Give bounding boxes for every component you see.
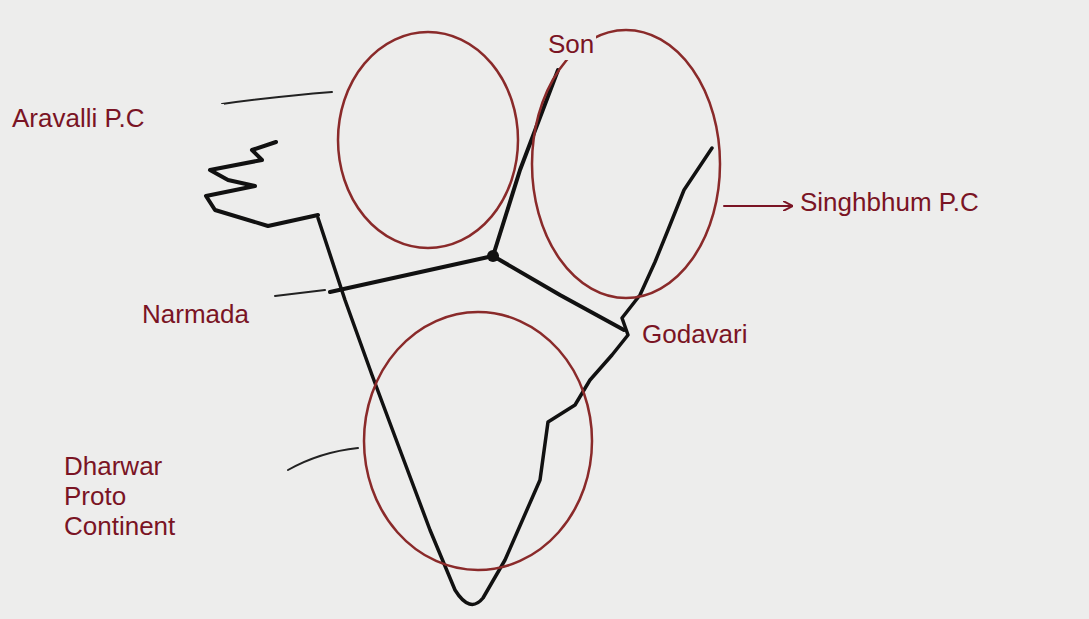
leader-line [275, 290, 325, 296]
continent-name: Aravalli P.C [10, 104, 224, 134]
river-name: Son [546, 30, 596, 60]
leader-arrow [724, 205, 792, 207]
continent-name: Dharwar Proto Continent [62, 452, 216, 542]
proto-continent: Aravalli P.C [336, 30, 520, 250]
gujarat-outline [206, 142, 318, 226]
continent-circle [338, 32, 518, 248]
leader-line [222, 92, 332, 104]
continent-name: Singhbhum P.C [798, 188, 1082, 218]
continent-outline [530, 28, 722, 300]
continent-outline [336, 30, 520, 250]
son-rift [493, 70, 558, 256]
continent-circle [532, 30, 720, 298]
peninsula-outline [318, 148, 712, 604]
river-name: Narmada [140, 300, 251, 330]
proto-continent: Dharwar Proto Continent [362, 310, 594, 572]
continent-circle [364, 312, 592, 570]
rift-junction [487, 250, 499, 262]
river-name: Godavari [640, 320, 750, 350]
continent-outline [362, 310, 594, 572]
narmada-rift [330, 256, 493, 292]
leader-line [288, 448, 358, 470]
proto-continent: Singhbhum P.C [530, 28, 722, 300]
